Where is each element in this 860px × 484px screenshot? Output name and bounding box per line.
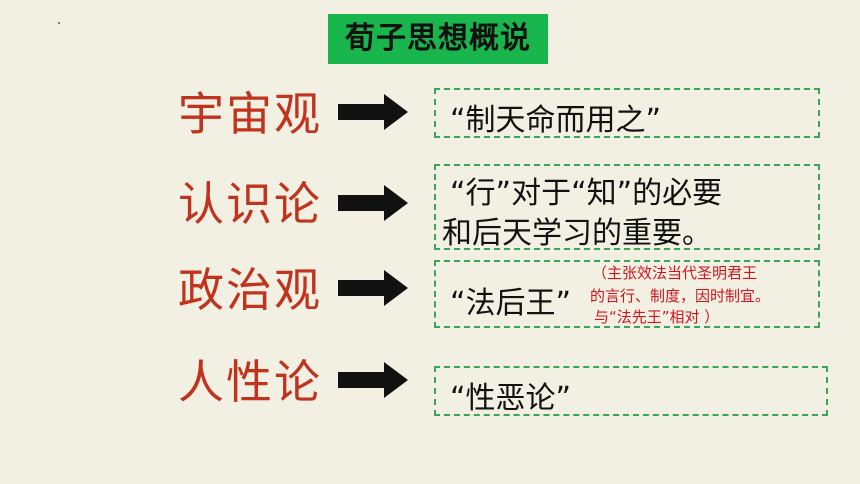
annotation-line2: 的言行、制度，因时制宜。 — [590, 287, 771, 305]
right-arrow-icon — [338, 94, 408, 130]
right-arrow-icon — [338, 185, 408, 221]
right-arrow-icon — [338, 270, 408, 306]
content-box-cosmology: “制天命而用之” — [434, 88, 820, 138]
content-box-politics: “法后王” — [434, 260, 820, 328]
row-label-cosmology: 宇宙观 — [178, 87, 322, 141]
content-text-politics: “法后王” — [450, 286, 572, 321]
row-label-human-nature: 人性论 — [178, 355, 322, 409]
content-text-epistemology-line1: “行”对于“知”的必要 — [450, 176, 723, 211]
decorative-dot — [58, 22, 60, 24]
content-text-cosmology: “制天命而用之” — [450, 103, 662, 138]
annotation-line3: 与“法先王”相对 ） — [594, 308, 720, 326]
row-label-epistemology: 认识论 — [178, 177, 322, 231]
annotation-line1: （主张效法当代圣明君王 — [592, 264, 758, 282]
content-text-human-nature: “性恶论” — [450, 381, 572, 416]
content-text-epistemology-line2: 和后天学习的重要。 — [442, 216, 712, 251]
row-label-politics: 政治观 — [178, 263, 322, 317]
content-box-human-nature: “性恶论” — [434, 366, 828, 416]
content-box-epistemology: “行”对于“知”的必要 和后天学习的重要。 — [434, 164, 820, 251]
page-title: 荀子思想概说 — [328, 14, 548, 64]
right-arrow-icon — [338, 362, 408, 398]
